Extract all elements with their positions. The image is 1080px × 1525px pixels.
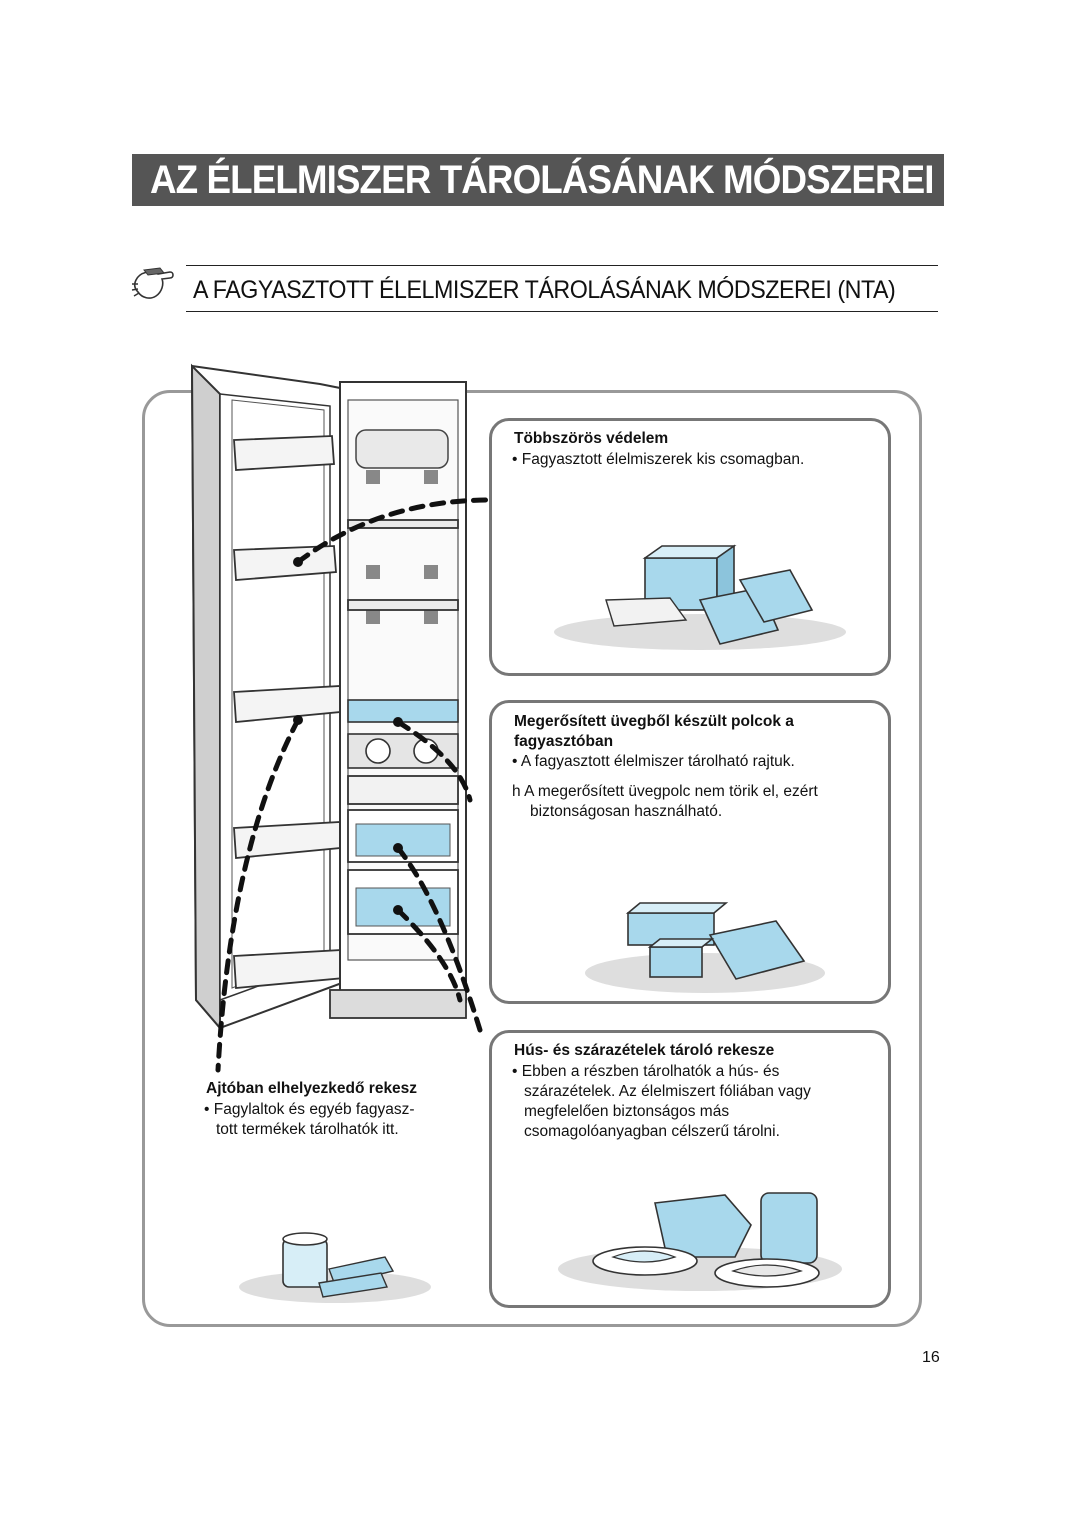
multi-protection-heading: Többszörös védelem (514, 430, 669, 447)
page-title: AZ ÉLELMISZER TÁROLÁSÁNAK MÓDSZEREI (150, 158, 934, 202)
title-bar: AZ ÉLELMISZER TÁROLÁSÁNAK MÓDSZEREI (132, 154, 944, 206)
glass-shelves-heading-line1: Megerősített üvegből készült polcok a (514, 713, 794, 730)
ice-cream-illustration (239, 1232, 431, 1303)
meat-drawer-line2: szárazételek. Az élelmiszert fóliában va… (524, 1083, 811, 1100)
glass-shelves-note-line2: biztonságosan használható. (530, 803, 723, 820)
section-subtitle: A FAGYASZTOTT ÉLELMISZER TÁROLÁSÁNAK MÓD… (193, 276, 896, 304)
page-number: 16 (922, 1349, 940, 1366)
multi-protection-text: • Fagyasztott élelmiszerek kis csomagban… (512, 451, 805, 468)
frozen-boxes-illustration (585, 902, 825, 993)
meat-drawer-line4: csomagolóanyagban célszerű tárolni. (524, 1123, 780, 1140)
glass-shelves-heading-line2: fagyasztóban (514, 733, 614, 750)
door-bin-line2: tott termékek tárolhatók itt. (216, 1121, 399, 1138)
pointing-hand-icon (131, 267, 174, 299)
glass-shelves-note-line1: h A megerősített üvegpolc nem törik el, … (512, 783, 818, 800)
meat-drawer-line1: • Ebben a részben tárolhatók a hús- és (512, 1063, 780, 1080)
glass-shelves-bullet: • A fagyasztott élelmiszer tárolható raj… (512, 753, 795, 770)
meat-fish-illustration (558, 1192, 842, 1291)
subtitle-rule-top (186, 265, 938, 266)
subtitle-rule-bottom (186, 311, 938, 312)
meat-drawer-heading: Hús- és szárazételek tároló rekesze (514, 1042, 775, 1059)
door-bin-line1: • Fagylaltok és egyéb fagyasz- (204, 1101, 415, 1118)
refrigerator-illustration (190, 363, 467, 1031)
door-bin-heading: Ajtóban elhelyezkedő rekesz (206, 1080, 418, 1097)
meat-drawer-line3: megfelelően biztonságos más (524, 1103, 730, 1120)
frozen-packages-illustration (554, 544, 846, 650)
